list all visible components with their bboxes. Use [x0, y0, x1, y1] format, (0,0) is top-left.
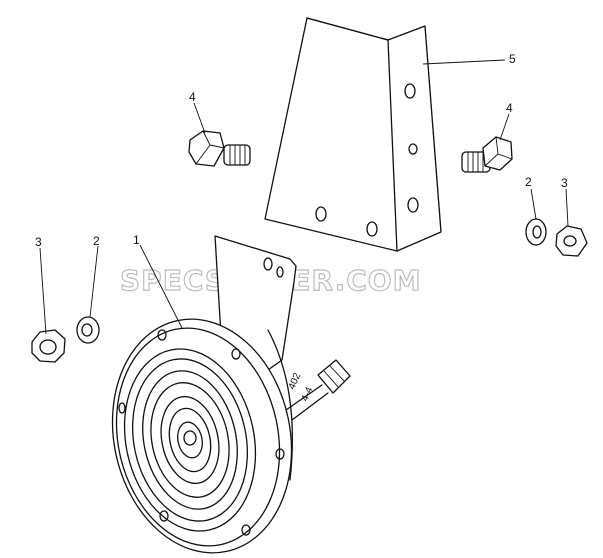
horn-wire: 402 4-4 — [285, 359, 351, 421]
callout-bolt-right: 4 — [506, 101, 513, 115]
bracket-part — [264, 17, 442, 252]
bolt-right-part — [461, 136, 513, 173]
callout-washer-left: 2 — [93, 234, 100, 248]
wire-label-upper: 402 — [287, 371, 304, 391]
leader-lines — [39, 59, 569, 335]
washer-right-part — [525, 218, 547, 246]
callout-nut-right: 3 — [561, 176, 568, 190]
callout-nut-left: 3 — [35, 235, 42, 249]
washer-left-part — [76, 316, 100, 344]
horn-part — [111, 318, 294, 554]
callout-horn: 1 — [133, 233, 140, 247]
nut-right-part — [555, 225, 588, 257]
callout-washer-right: 2 — [525, 175, 532, 189]
bolt-left-part — [188, 130, 251, 167]
wire-label-lower: 4-4 — [300, 385, 316, 403]
callout-bracket: 5 — [509, 52, 516, 66]
callout-bolt-left: 4 — [189, 90, 196, 104]
nut-left-part — [31, 329, 66, 363]
